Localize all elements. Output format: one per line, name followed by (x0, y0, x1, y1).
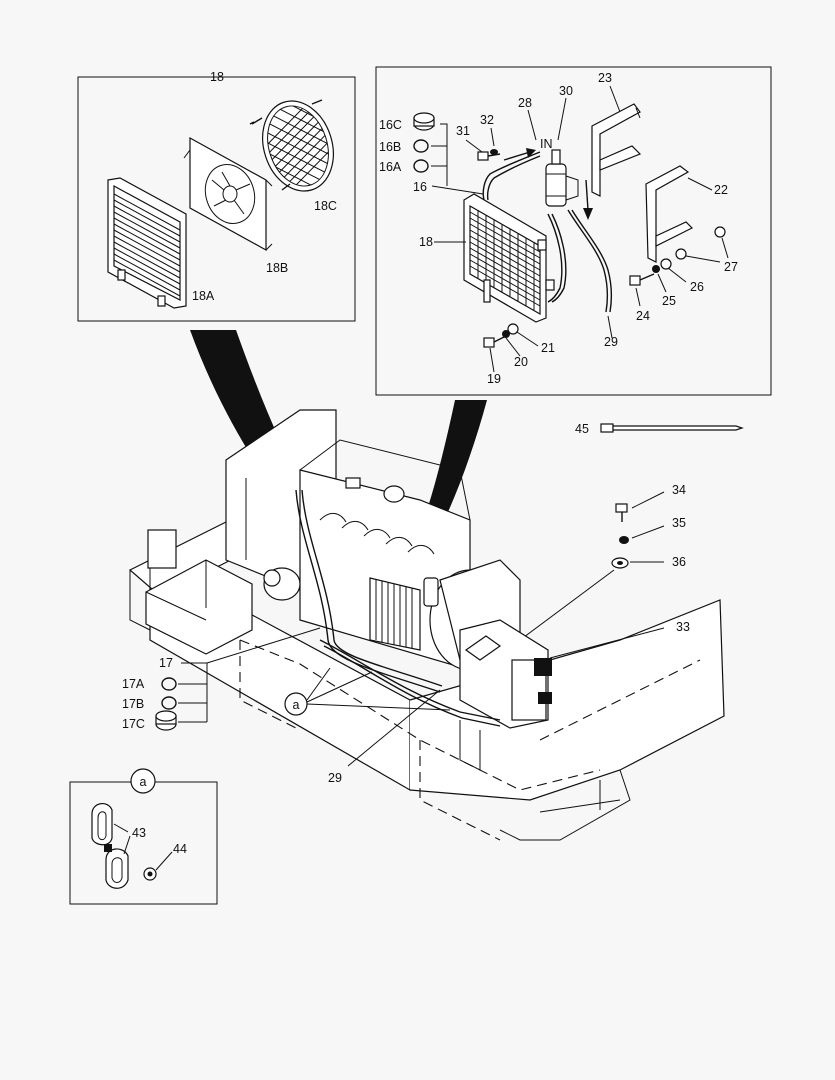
callout-45: 45 (575, 422, 589, 436)
callout-28: 28 (518, 96, 532, 110)
callout-17a: 17A (122, 677, 145, 691)
callout-a-detail: a (140, 775, 147, 789)
callout-group-17 (155, 627, 321, 731)
detail-box-a (69, 768, 218, 905)
callout-16: 16 (413, 180, 427, 194)
cable-tie-45 (600, 423, 744, 433)
callout-26: 26 (690, 280, 704, 294)
callout-22: 22 (714, 183, 728, 197)
callout-16c: 16C (379, 118, 402, 132)
parts-34-36 (611, 491, 665, 569)
callout-27: 27 (724, 260, 738, 274)
callout-43: 43 (132, 826, 146, 840)
callout-a-main (284, 667, 451, 716)
callout-17c: 17C (122, 717, 145, 731)
callout-24: 24 (636, 309, 650, 323)
callout-36: 36 (672, 555, 686, 569)
fan-guard-18c (249, 98, 339, 194)
detail-box-radiator-kit: 18 18A 18B (77, 70, 356, 322)
callout-23: 23 (598, 71, 612, 85)
callout-18c: 18C (314, 199, 337, 213)
callout-18-assembly: 18 (419, 235, 433, 249)
callout-34: 34 (672, 483, 686, 497)
detail-box-radiator-assembly: 16C 16B 16A 16 31 32 28 30 23 IN (375, 66, 772, 396)
label-in: IN (540, 137, 553, 151)
bracket-23 (591, 103, 642, 197)
fan-shroud-18b (183, 136, 273, 252)
callout-18b: 18B (266, 261, 288, 275)
callout-16a: 16A (379, 160, 402, 174)
callout-18: 18 (210, 70, 224, 84)
callout-17b: 17B (122, 697, 144, 711)
callout-17: 17 (159, 656, 173, 670)
callout-20: 20 (514, 355, 528, 369)
machine-assembly (128, 409, 725, 841)
callout-25: 25 (662, 294, 676, 308)
callout-a: a (293, 698, 300, 712)
callout-29-main: 29 (328, 771, 342, 785)
bracket-22 (645, 165, 694, 263)
radiator-18 (463, 193, 555, 323)
callout-29-assembly: 29 (604, 335, 618, 349)
callout-21: 21 (541, 341, 555, 355)
callout-31: 31 (456, 124, 470, 138)
callout-32: 32 (480, 113, 494, 127)
callout-44: 44 (173, 842, 187, 856)
fasteners-24-27 (629, 226, 726, 286)
callout-18a: 18A (192, 289, 215, 303)
callout-33: 33 (676, 620, 690, 634)
filter-30 (545, 149, 579, 207)
callout-30: 30 (559, 84, 573, 98)
callout-19: 19 (487, 372, 501, 386)
callout-16b: 16B (379, 140, 401, 154)
radiator-18a (107, 177, 187, 309)
callout-35: 35 (672, 516, 686, 530)
fasteners-19-21 (483, 323, 519, 348)
bolt-31-nut-32 (465, 127, 501, 161)
callout-group-16 (413, 112, 484, 195)
